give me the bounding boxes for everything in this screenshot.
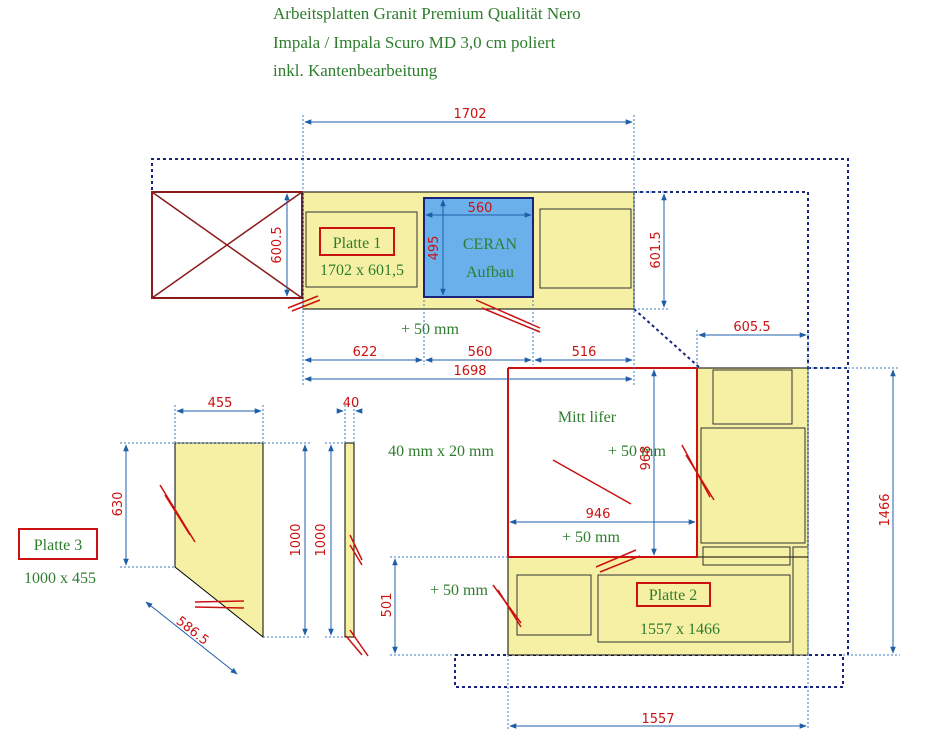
plate-2-note: Mitt lifer xyxy=(558,409,617,426)
dim-1000-a: 1000 xyxy=(289,523,304,556)
header-line-3: inkl. Kantenbearbeitung xyxy=(273,61,438,80)
dimension-labels: 1702 560 495 600.5 601.5 622 560 516 169… xyxy=(111,107,893,727)
dim-560: 560 xyxy=(468,345,493,360)
plate-3-size: 1000 x 455 xyxy=(24,570,96,587)
dim-622: 622 xyxy=(353,345,378,360)
header-line-1: Arbeitsplatten Granit Premium Qualität N… xyxy=(273,4,581,23)
dim-1702: 1702 xyxy=(453,107,486,122)
plate-2-extra-right: + 50 mm xyxy=(608,443,666,460)
dim-586-5: 586.5 xyxy=(173,614,212,649)
plate-1-label-box xyxy=(319,227,395,256)
dim-560-top: 560 xyxy=(468,201,493,216)
header: Arbeitsplatten Granit Premium Qualität N… xyxy=(273,4,581,80)
cooktop-label-2: Aufbau xyxy=(466,264,514,281)
dim-1466: 1466 xyxy=(878,493,893,526)
dim-501: 501 xyxy=(380,593,395,618)
plate-2-extra-inner: + 50 mm xyxy=(562,529,620,546)
plate-2-extra-left: + 50 mm xyxy=(430,582,488,599)
dim-1000-b: 1000 xyxy=(314,523,329,556)
plate-2-label-box xyxy=(636,582,711,607)
plate-1-size: 1702 x 601,5 xyxy=(320,262,404,279)
plate-2-label: Platte 2 xyxy=(649,587,697,604)
dim-40: 40 xyxy=(343,396,360,411)
dim-495: 495 xyxy=(427,236,442,261)
cooktop-label-1: CERAN xyxy=(463,236,518,253)
plate-1-extra: + 50 mm xyxy=(401,321,459,338)
dim-630: 630 xyxy=(111,492,126,517)
plate-2: Platte 2 1557 x 1466 Mitt lifer + 50 mm … xyxy=(430,367,809,656)
plate-2-size: 1557 x 1466 xyxy=(640,621,720,638)
plate-1-label: Platte 1 xyxy=(333,235,381,252)
dim-601-5: 601.5 xyxy=(649,231,664,268)
dim-600-5: 600.5 xyxy=(270,226,285,263)
plate-3-label: Platte 3 xyxy=(34,537,82,554)
dim-516: 516 xyxy=(572,345,597,360)
dim-455: 455 xyxy=(208,396,233,411)
plate-3-label-box xyxy=(18,528,98,560)
dim-1698: 1698 xyxy=(453,364,486,379)
dim-1557: 1557 xyxy=(641,712,674,727)
dimension-lines xyxy=(120,115,900,730)
tall-cabinet-x xyxy=(151,191,303,299)
strip-note: 40 mm x 20 mm xyxy=(388,443,494,460)
header-line-2: Impala / Impala Scuro MD 3,0 cm poliert xyxy=(273,33,556,52)
dim-968: 968 xyxy=(639,446,654,471)
dim-605-5: 605.5 xyxy=(733,320,770,335)
dim-946: 946 xyxy=(586,507,611,522)
plate-3: Platte 3 1000 x 455 40 mm x 20 mm xyxy=(18,442,494,639)
